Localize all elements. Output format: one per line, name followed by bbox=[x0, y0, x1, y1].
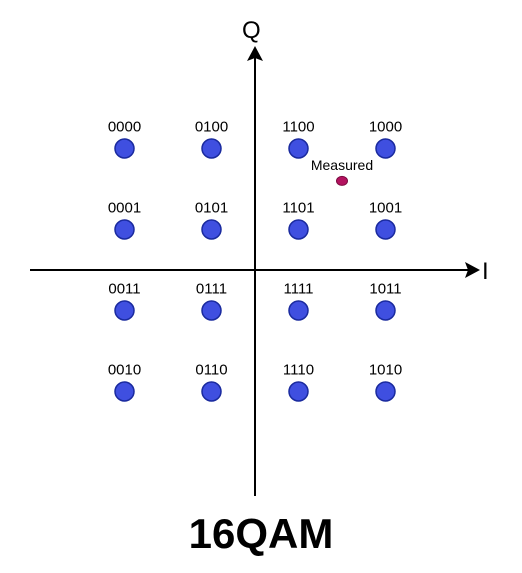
constellation-point-0011 bbox=[114, 300, 135, 321]
constellation-point-1010 bbox=[375, 381, 396, 402]
constellation-label-0010: 0010 bbox=[108, 362, 141, 379]
constellation-point-0100 bbox=[201, 138, 222, 159]
constellation-point-1001 bbox=[375, 219, 396, 240]
measured-point-label: Measured bbox=[311, 157, 373, 173]
constellation-label-1110: 1110 bbox=[283, 362, 314, 379]
constellation-point-1101 bbox=[288, 219, 309, 240]
constellation-point-0101 bbox=[201, 219, 222, 240]
q-axis-arrowhead bbox=[247, 46, 263, 61]
constellation-point-0001 bbox=[114, 219, 135, 240]
constellation-label-0001: 0001 bbox=[108, 200, 141, 217]
constellation-point-0111 bbox=[201, 300, 222, 321]
constellation-point-1100 bbox=[288, 138, 309, 159]
constellation-point-0000 bbox=[114, 138, 135, 159]
constellation-label-0110: 0110 bbox=[195, 362, 227, 379]
constellation-label-0111: 0111 bbox=[196, 281, 227, 298]
constellation-point-1111 bbox=[288, 300, 309, 321]
constellation-label-1101: 1101 bbox=[282, 200, 314, 217]
constellation-label-0011: 0011 bbox=[108, 281, 140, 298]
diagram-title: 16QAM bbox=[188, 510, 334, 557]
q-axis-label: Q bbox=[242, 17, 261, 44]
constellation-label-1000: 1000 bbox=[369, 119, 402, 136]
constellation-label-1001: 1001 bbox=[369, 200, 402, 217]
constellation-label-1111: 1111 bbox=[283, 281, 313, 298]
measured-point bbox=[336, 175, 348, 186]
measured-point-group: Measured bbox=[311, 157, 373, 186]
constellation-label-0101: 0101 bbox=[195, 200, 228, 217]
constellation-point-1011 bbox=[375, 300, 396, 321]
constellation-label-0100: 0100 bbox=[195, 119, 228, 136]
constellation-label-0000: 0000 bbox=[108, 119, 141, 136]
constellation-point-0110 bbox=[201, 381, 222, 402]
constellation-label-1100: 1100 bbox=[282, 119, 314, 136]
constellation-points: 0000 0100 1100 1000 0001 0101 1101 1001 0011 0111… bbox=[108, 119, 402, 402]
constellation-point-1110 bbox=[288, 381, 309, 402]
i-axis-label: I bbox=[482, 258, 489, 285]
i-axis-arrowhead bbox=[465, 262, 480, 278]
constellation-point-1000 bbox=[375, 138, 396, 159]
constellation-label-1011: 1011 bbox=[369, 281, 401, 298]
constellation-point-0010 bbox=[114, 381, 135, 402]
constellation-label-1010: 1010 bbox=[369, 362, 402, 379]
